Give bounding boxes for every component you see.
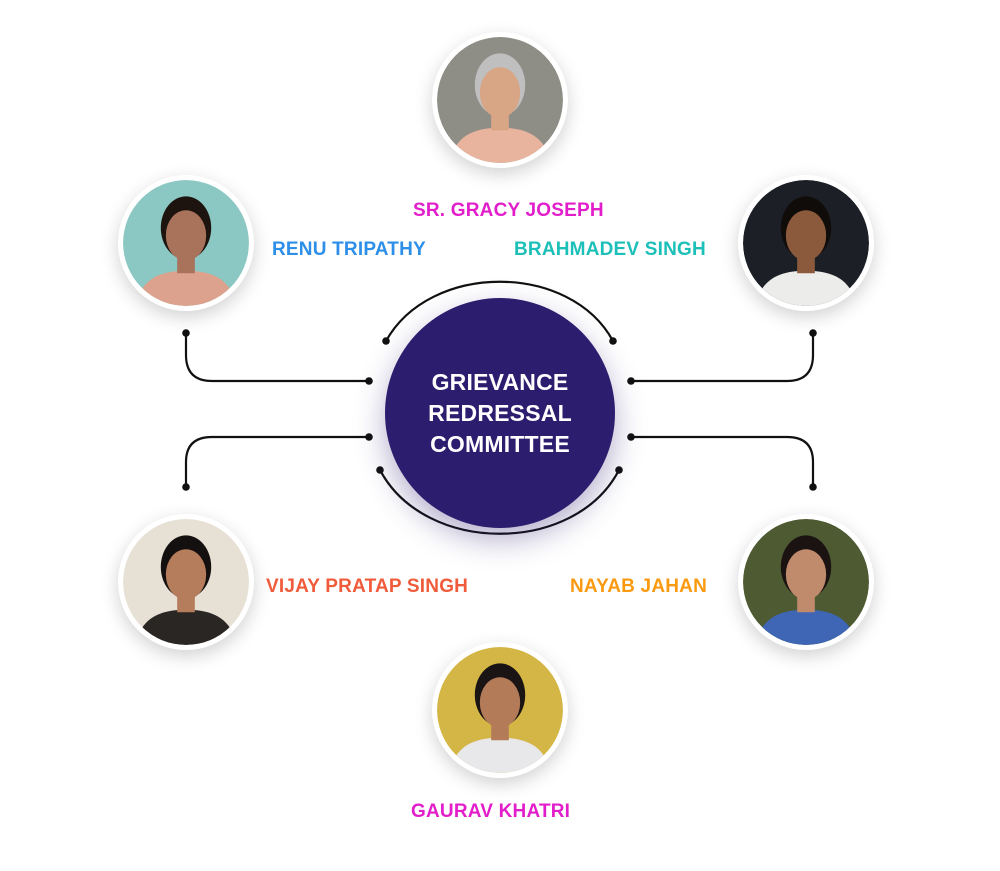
dot (365, 433, 373, 441)
committee-hub: GRIEVANCE REDRESSAL COMMITTEE (385, 298, 615, 528)
portrait-shoulders (135, 270, 237, 306)
portrait-face (479, 677, 521, 728)
member-name-vijay-pratap-singh: VIJAY PRATAP SINGH (266, 576, 469, 597)
member-photo-gracy-joseph (432, 32, 568, 168)
dot (615, 466, 623, 474)
line-brahmadev (631, 333, 815, 383)
dot (609, 337, 617, 345)
dot (182, 329, 190, 337)
portrait-image (123, 519, 249, 645)
line-nayab (631, 435, 815, 487)
portrait-image (437, 37, 563, 163)
dot (365, 377, 373, 385)
dot (627, 377, 635, 385)
portrait-shoulders (755, 270, 857, 306)
dot (809, 483, 817, 491)
hub-title-line: GRIEVANCE (431, 368, 569, 395)
portrait-face (165, 549, 207, 600)
line-vijay (184, 435, 369, 487)
member-name-gaurav-khatri: GAURAV KHATRI (411, 801, 571, 822)
portrait-face (785, 549, 827, 600)
portrait-image (743, 180, 869, 306)
dot (809, 329, 817, 337)
hub-title-line: COMMITTEE (430, 430, 570, 457)
member-name-brahmadev-singh: BRAHMADEV SINGH (514, 239, 706, 260)
member-name-gracy-joseph: SR. GRACY JOSEPH (413, 200, 604, 221)
dot (382, 337, 390, 345)
dot (376, 466, 384, 474)
portrait-face (479, 67, 521, 118)
hub-title: GRIEVANCE REDRESSAL COMMITTEE (410, 367, 590, 460)
line-renu (184, 333, 369, 383)
member-name-nayab-jahan: NAYAB JAHAN (570, 576, 707, 597)
portrait-shoulders (755, 609, 857, 645)
member-photo-nayab-jahan (738, 514, 874, 650)
portrait-shoulders (449, 127, 551, 163)
member-photo-vijay-pratap-singh (118, 514, 254, 650)
portrait-shoulders (449, 737, 551, 773)
member-photo-brahmadev-singh (738, 175, 874, 311)
portrait-image (743, 519, 869, 645)
arc-bottom (379, 469, 620, 535)
portrait-face (165, 210, 207, 261)
portrait-shoulders (135, 609, 237, 645)
member-photo-renu-tripathy (118, 175, 254, 311)
arc-top (385, 280, 614, 342)
hub-title-line: REDRESSAL (428, 399, 572, 426)
portrait-face (785, 210, 827, 261)
member-photo-gaurav-khatri (432, 642, 568, 778)
dot (182, 483, 190, 491)
portrait-image (123, 180, 249, 306)
member-name-renu-tripathy: RENU TRIPATHY (272, 239, 426, 260)
portrait-image (437, 647, 563, 773)
dot (627, 433, 635, 441)
